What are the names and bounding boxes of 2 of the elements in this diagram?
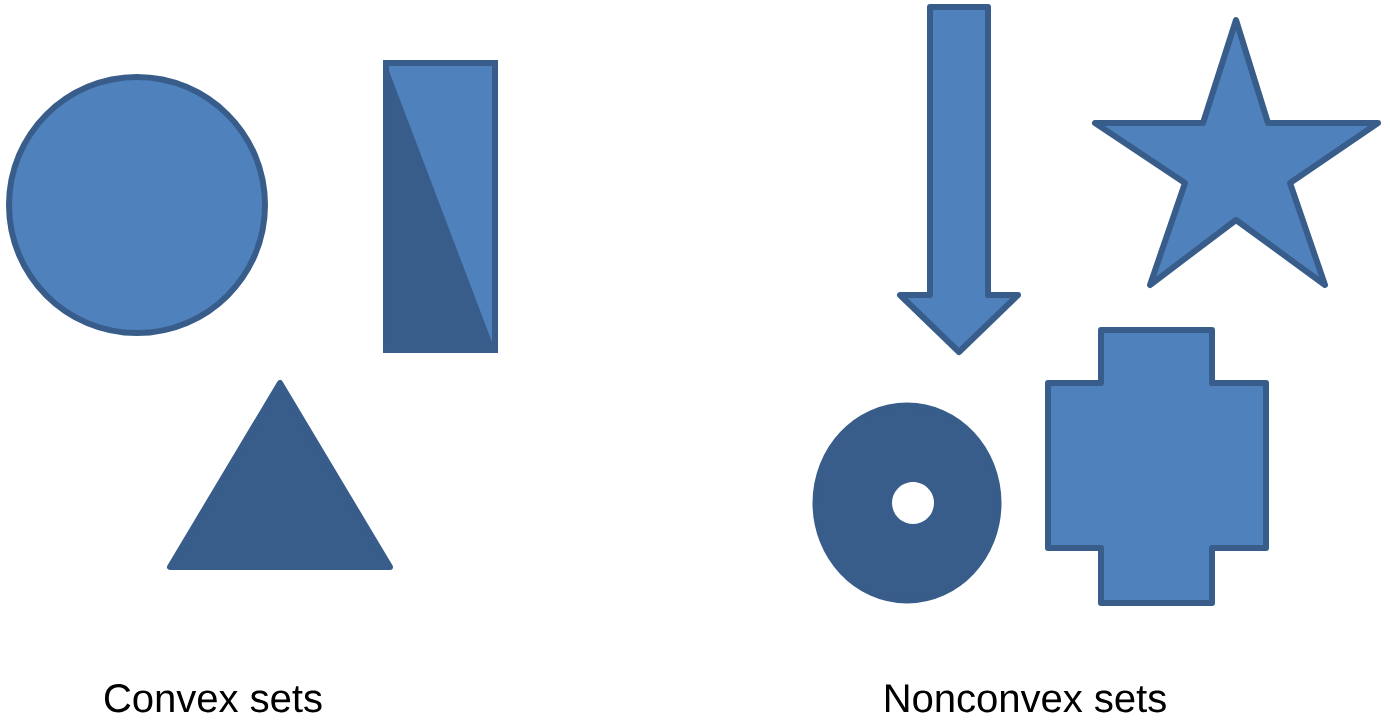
caption: Nonconvex sets bbox=[886, 684, 1166, 713]
caption: Convex sets bbox=[105, 684, 322, 713]
